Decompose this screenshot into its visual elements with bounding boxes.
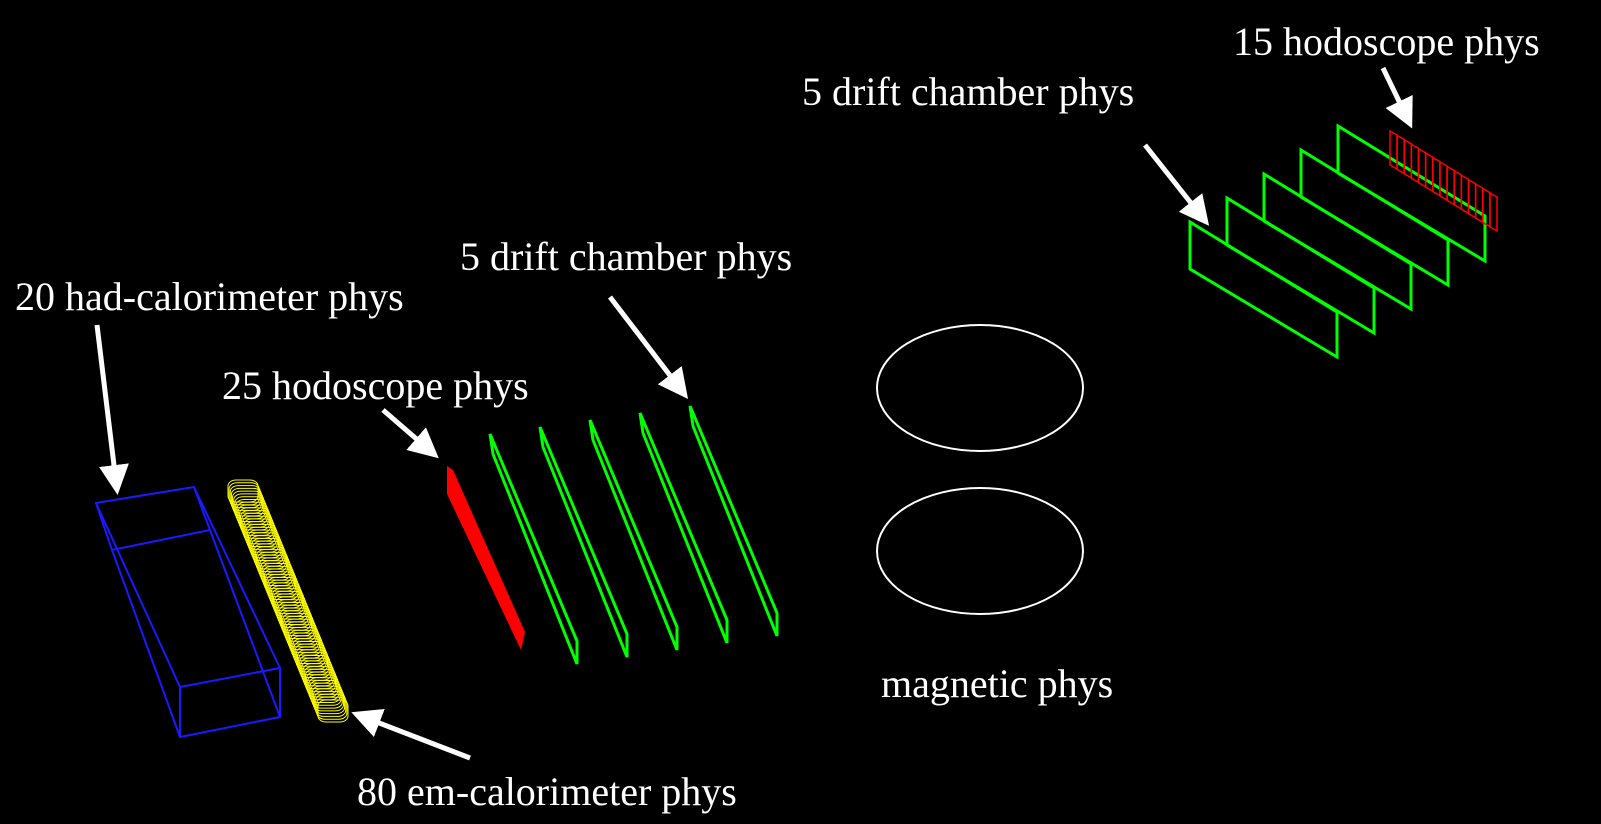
drift-chamber-right-plane: [1336, 123, 1487, 264]
drift-chambers-right: [1188, 123, 1487, 360]
hodoscope-right-strip: [1439, 160, 1448, 202]
arrow-had-calorimeter: [94, 324, 129, 495]
label-hodoscope-right: 15 hodoscope phys: [1233, 19, 1540, 64]
em-calorimeter-layer: [312, 688, 344, 712]
drift-chamber-right-plane: [1188, 219, 1339, 360]
arrow-hodoscope-right: [1380, 66, 1413, 129]
hodoscope-left-slab: [447, 466, 525, 650]
hodoscope-right-strip: [1410, 142, 1420, 184]
drift-chamber-left-plane: [538, 426, 629, 658]
drift-chamber-right-plane: [1225, 195, 1376, 336]
hodoscope-right-strip: [1474, 182, 1484, 224]
hodoscope-right-strip: [1460, 173, 1470, 215]
arrow-hodoscope-left: [381, 408, 439, 459]
hodoscope-right-strip: [1417, 147, 1427, 189]
em-calorimeter-layer: [317, 699, 349, 723]
arrow-drift-left: [608, 295, 689, 399]
had-calorimeter-box: [94, 485, 281, 739]
drift-chamber-left-plane: [688, 405, 779, 637]
drift-chamber-left-plane: [638, 412, 729, 644]
hodoscope-right-strip: [1467, 178, 1477, 220]
label-em-calorimeter: 80 em-calorimeter phys: [357, 769, 737, 814]
label-drift-left: 5 drift chamber phys: [460, 234, 792, 279]
hodoscope-right-strip: [1453, 169, 1463, 211]
label-magnetic: magnetic phys: [881, 661, 1113, 706]
hodoscope-right-strip: [1424, 151, 1434, 193]
drift-chamber-left-plane: [588, 419, 679, 651]
drift-chamber-left-plane: [488, 433, 579, 665]
drift-chambers-left: [488, 405, 779, 665]
arrow-em-calorimeter: [351, 709, 471, 761]
em-calorimeter-layer: [311, 685, 343, 709]
hodoscope-right-strip: [1396, 134, 1405, 175]
hodoscope-right-strip: [1403, 138, 1413, 180]
em-calorimeter-layer: [309, 680, 341, 704]
hodoscope-right-strip: [1432, 156, 1441, 197]
em-calorimeter-layer: [316, 696, 348, 720]
hodoscope-right-strip: [1489, 191, 1498, 233]
em-calorimeter-layer: [310, 682, 342, 706]
em-calorimeter-stack: [227, 479, 349, 723]
label-drift-right: 5 drift chamber phys: [802, 69, 1134, 114]
hodoscope-right-strip: [1389, 129, 1398, 171]
arrow-drift-right: [1143, 143, 1210, 226]
label-had-calorimeter: 20 had-calorimeter phys: [15, 274, 404, 319]
em-calorimeter-layer: [315, 693, 347, 717]
magnetic-volume-upper: [876, 324, 1084, 452]
hodoscope-right-strip: [1446, 165, 1455, 206]
hodoscope-right-strips: [1389, 129, 1498, 233]
em-calorimeter-layer: [314, 691, 346, 715]
drift-chamber-right-plane: [1262, 171, 1413, 312]
label-hodoscope-left: 25 hodoscope phys: [222, 363, 529, 408]
magnetic-volume-lower: [876, 487, 1084, 615]
